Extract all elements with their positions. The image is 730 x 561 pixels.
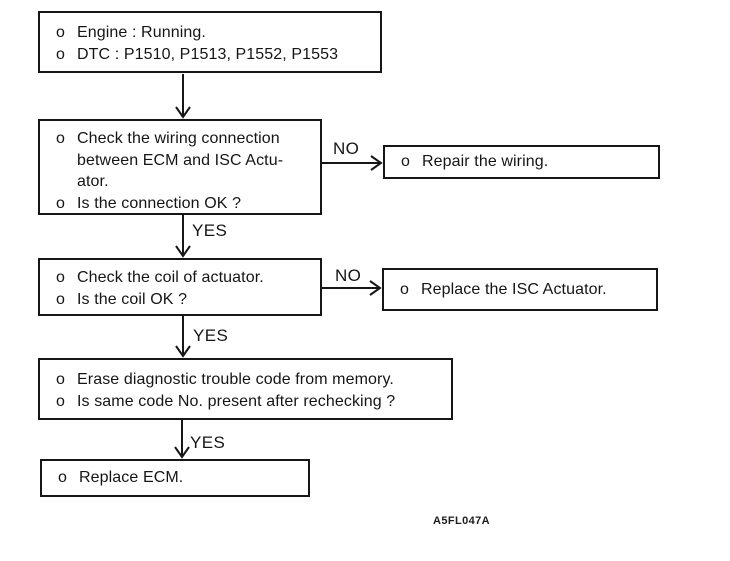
box-line-text: Check the wiring connection: [77, 130, 280, 147]
flow-box-erase-dtc: o Erase diagnostic trouble code from memo…: [38, 358, 453, 420]
bullet-marker: o: [56, 194, 65, 212]
bullet-marker: o: [56, 371, 65, 388]
bullet-marker: o: [401, 153, 410, 171]
box-line: o Check the coil of actuator.: [56, 267, 314, 289]
bullet-marker: [56, 150, 77, 172]
box-line: o Replace ECM.: [58, 467, 302, 489]
bullet-marker: o: [56, 269, 65, 286]
box-line: o Engine : Running.: [56, 22, 374, 44]
edge-label-yes-coil: YES: [193, 326, 229, 345]
box-line-text: Replace ECM.: [79, 469, 184, 487]
bullet-marker: o: [58, 469, 67, 487]
box-line: o Check the wiring connection: [56, 128, 314, 150]
flow-box-repair-wiring: o Repair the wiring.: [383, 145, 660, 179]
box-line: o Replace the ISC Actuator.: [400, 279, 650, 301]
bullet-marker: o: [56, 24, 65, 41]
bullet-marker: o: [56, 45, 65, 63]
edge-label-no-coil: NO: [335, 266, 362, 285]
box-line: o Repair the wiring.: [401, 151, 652, 173]
box-line: o DTC : P1510, P1513, P1552, P1553: [56, 44, 374, 66]
bullet-marker: o: [56, 290, 65, 308]
bullet-marker: o: [56, 392, 65, 410]
arrow-yes-erase-to-ecm: [174, 420, 190, 459]
box-line-text: Is the connection OK ?: [77, 194, 242, 212]
arrow-yes-coil-to-erase: [175, 316, 191, 358]
box-line-text: between ECM and ISC Actu-: [77, 151, 284, 169]
box-line-text: Repair the wiring.: [422, 153, 549, 171]
box-line-text: Erase diagnostic trouble code from memor…: [77, 371, 394, 388]
arrow-start-to-wiring: [175, 74, 191, 119]
box-line-text: Check the coil of actuator.: [77, 269, 264, 286]
figure-code: A5FL047A: [433, 515, 490, 527]
bullet-marker: [56, 171, 77, 193]
flow-box-check-coil: o Check the coil of actuator. o Is the coi…: [38, 258, 322, 316]
box-line: o Is same code No. present after rechecki…: [56, 391, 445, 413]
box-line-text: Is same code No. present after recheckin…: [77, 392, 396, 410]
flow-box-replace-isc-actuator: o Replace the ISC Actuator.: [382, 268, 658, 311]
box-line: ator.: [56, 171, 314, 193]
box-line: between ECM and ISC Actu-: [56, 150, 314, 172]
box-line: o Is the connection OK ?: [56, 193, 314, 215]
arrow-yes-wiring-to-coil: [175, 215, 191, 258]
box-line-text: DTC : P1510, P1513, P1552, P1553: [77, 45, 339, 63]
edge-label-yes-wiring: YES: [192, 221, 228, 240]
box-line-text: Replace the ISC Actuator.: [421, 280, 607, 298]
box-line-text: ator.: [77, 173, 109, 190]
bullet-marker: o: [56, 130, 65, 147]
box-line-text: Is the coil OK ?: [77, 290, 188, 308]
box-line: o Is the coil OK ?: [56, 289, 314, 311]
flow-box-check-wiring-connection: o Check the wiring connection between ECM…: [38, 119, 322, 215]
box-line: o Erase diagnostic trouble code from memo…: [56, 369, 445, 391]
edge-label-yes-erase: YES: [190, 433, 226, 452]
flow-box-replace-ecm: o Replace ECM.: [40, 459, 310, 497]
box-line-text: Engine : Running.: [77, 24, 206, 41]
arrow-no-wiring-to-repair: [322, 155, 383, 171]
bullet-marker: o: [400, 280, 409, 298]
edge-label-no-wiring: NO: [333, 139, 360, 158]
